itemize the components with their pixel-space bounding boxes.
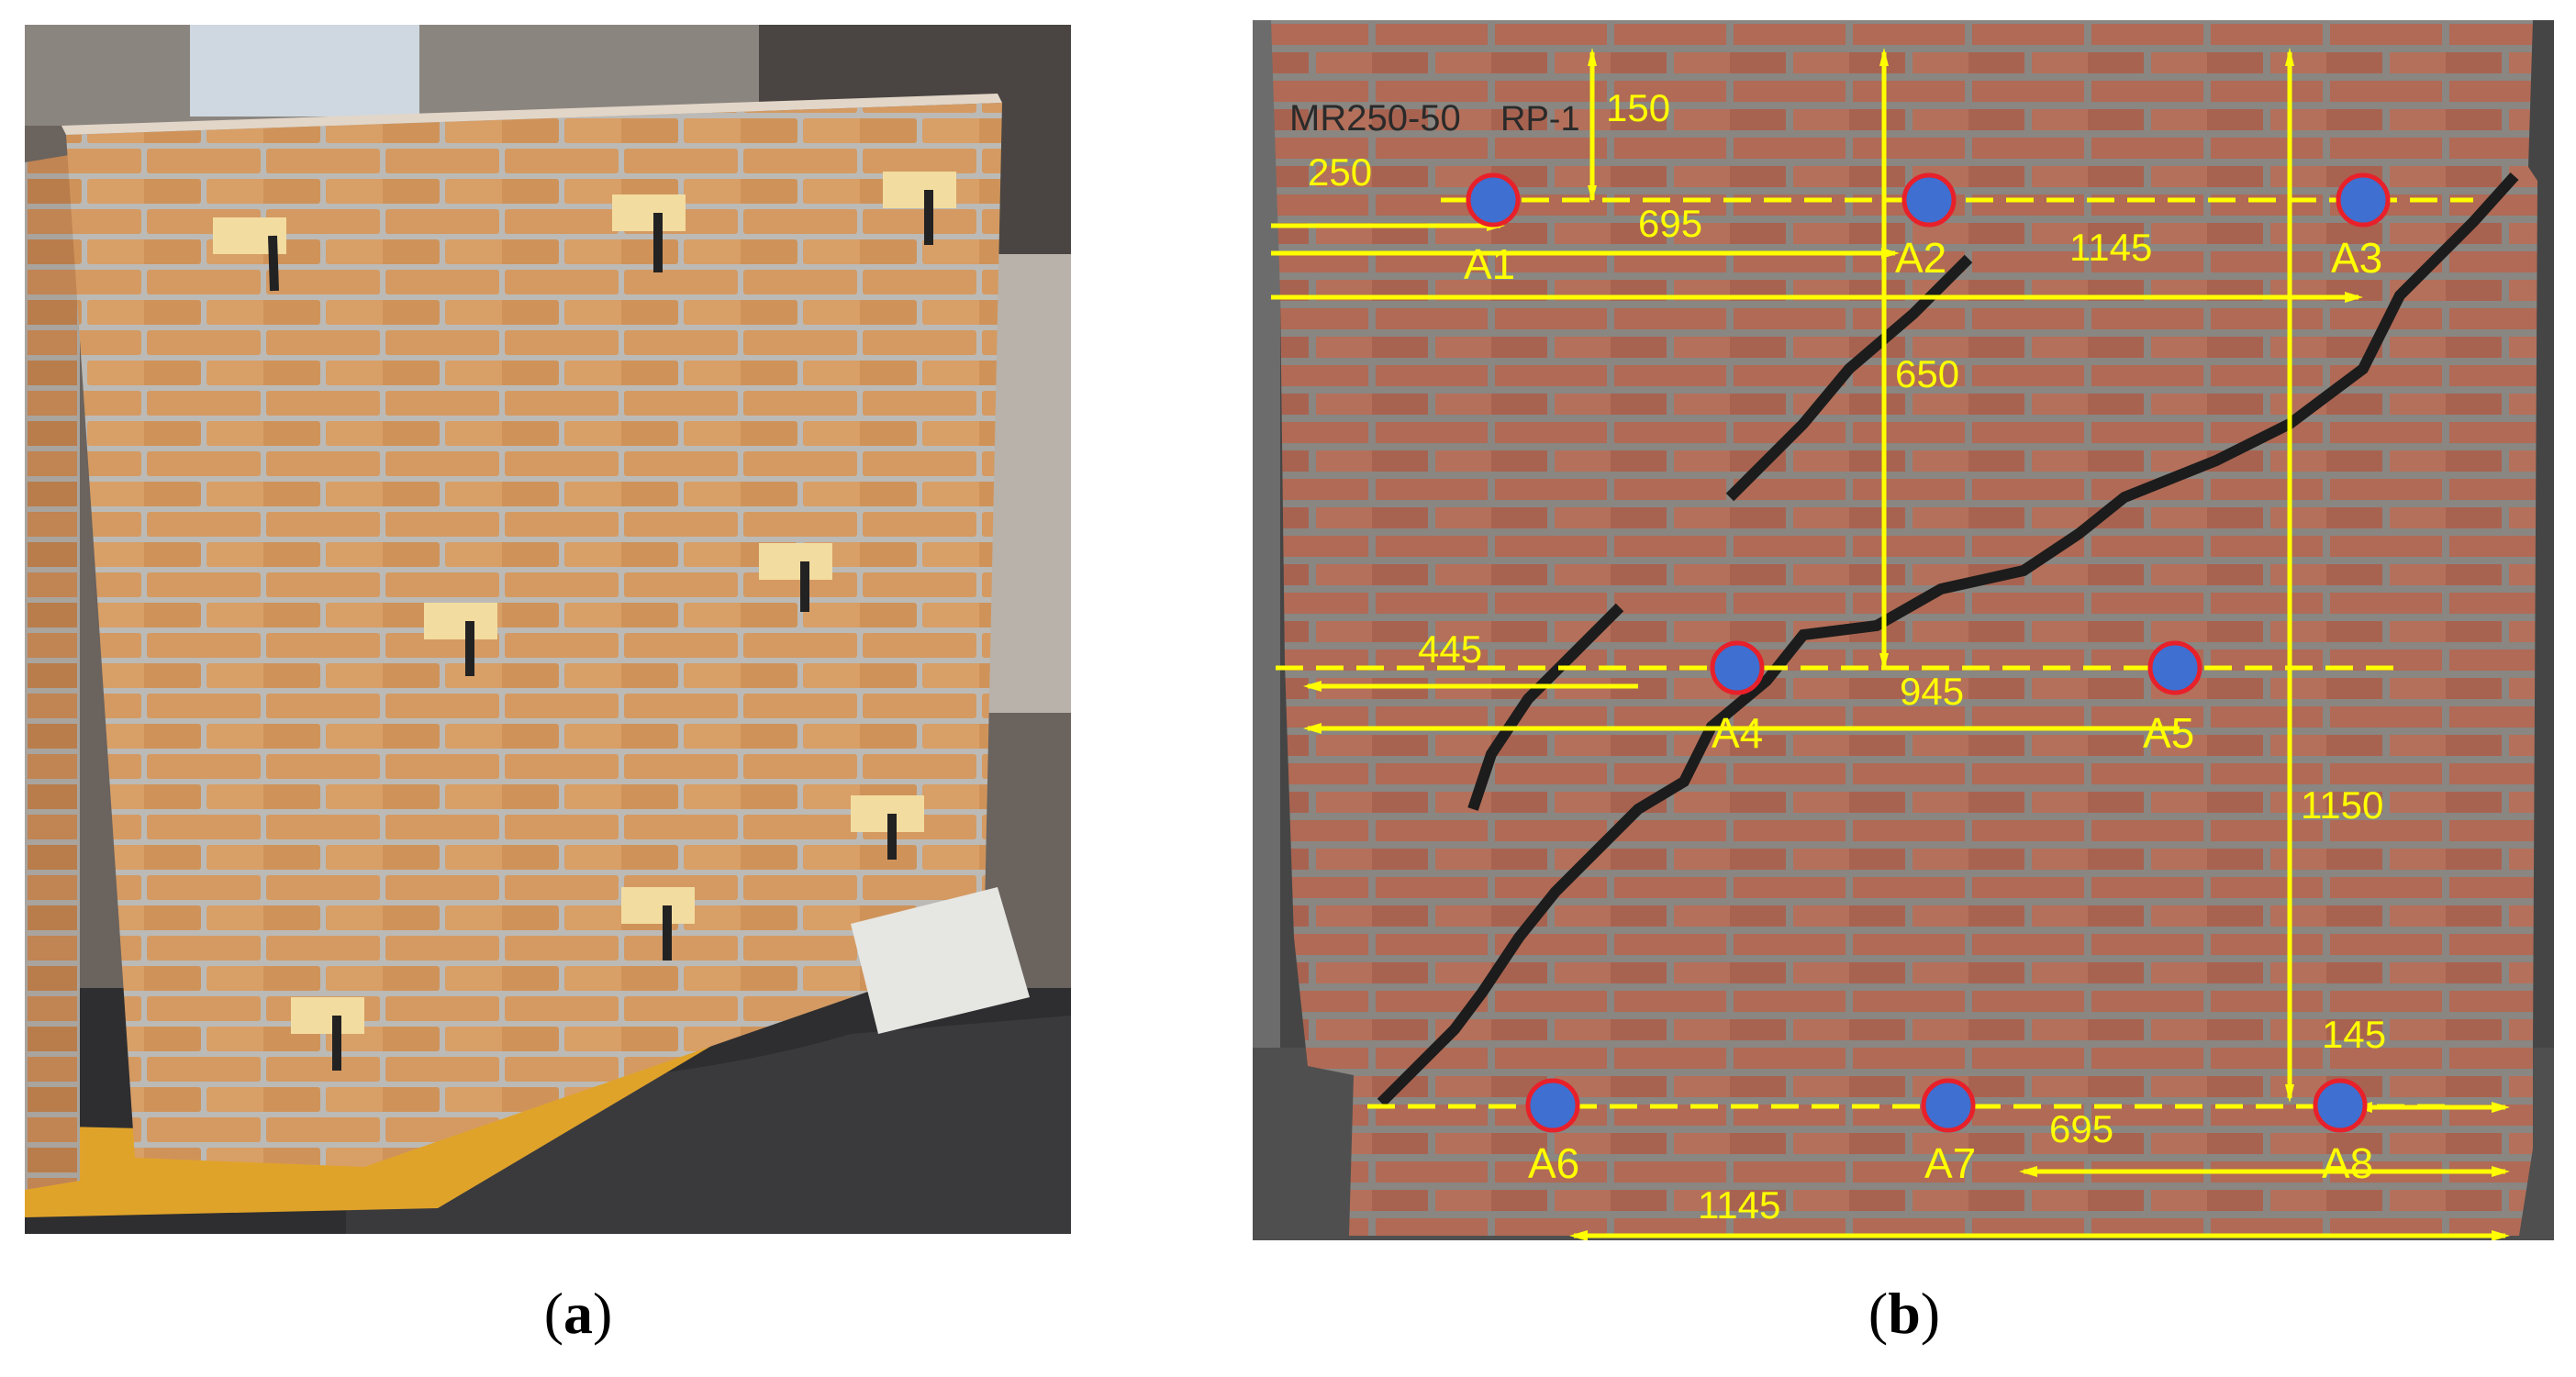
caption-a-close: ) [593,1281,613,1346]
sensor-label-a6: A6 [1528,1139,1579,1187]
caption-b: (b) [1812,1280,1996,1348]
sensor-markers [1466,172,2391,1133]
dim-a8-edge: 145 [2322,1013,2386,1056]
dim-a7-a8: 695 [2049,1107,2113,1150]
photo-panel-a [25,25,1071,1234]
caption-a-letter: a [563,1281,593,1346]
sensor-label-a8: A8 [2322,1139,2373,1187]
specimen-handwriting: MR250-50 [1289,98,1461,139]
sensor-a1-marker [1466,172,1521,228]
sensor-label-a7: A7 [1924,1139,1976,1187]
brick-wall-photo-b: MR250-50 RP-1 [1253,20,2554,1240]
sensor-a4-marker [1710,640,1765,695]
sensor-a6-marker [1525,1078,1580,1133]
sensor-label-a4: A4 [1712,709,1763,757]
caption-b-letter: b [1888,1281,1921,1346]
dim-a3-offset: 1145 [2069,226,2152,269]
dim-a1-offset: 250 [1308,150,1372,194]
sensor-a5-marker [2147,640,2202,695]
sensor-a8-marker [2313,1078,2368,1133]
caption-a: (a) [486,1280,670,1348]
caption-b-open: ( [1868,1281,1889,1346]
dim-a4-offset: 445 [1418,627,1482,671]
brick-wall-photo-a [25,25,1071,1234]
rp-handwriting: RP-1 [1500,100,1580,139]
sensor-a2-marker [1901,172,1957,228]
dim-a2-offset: 695 [1638,202,1702,245]
dim-row-gap-lower: 1150 [2301,783,2383,827]
sensor-label-a3: A3 [2331,234,2382,282]
sensor-label-a2: A2 [1895,234,1946,282]
caption-a-open: ( [543,1281,563,1346]
sensor-a3-marker [2336,172,2391,228]
dim-a6-a8: 1145 [1698,1183,1780,1227]
sensor-label-a5: A5 [2143,709,2194,757]
dim-row-gap-upper: 650 [1895,352,1959,395]
dim-a5-offset: 945 [1900,670,1964,713]
caption-b-close: ) [1920,1281,1941,1346]
bracket-group [213,172,956,1071]
dim-top-offset: 150 [1606,86,1670,129]
photo-panel-b: MR250-50 RP-1 [1253,20,2554,1240]
sensor-label-a1: A1 [1464,240,1515,288]
sensor-a7-marker [1921,1078,1976,1133]
